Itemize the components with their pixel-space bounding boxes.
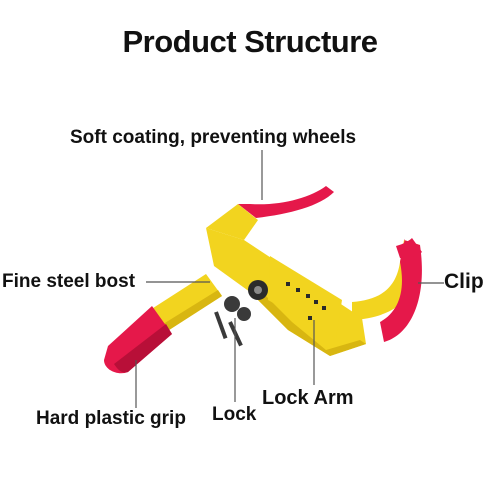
label-lock-arm: Lock Arm: [262, 387, 354, 409]
clip-coating: [380, 239, 422, 342]
label-fine-steel-bost: Fine steel bost: [2, 271, 136, 292]
t-bar-top: [206, 204, 258, 240]
label-clip: Clip: [444, 270, 484, 293]
top-jaw-coating: [238, 186, 334, 218]
clip-coating-tip: [396, 238, 422, 258]
lock-arm-housing: [268, 256, 342, 338]
keys: [214, 296, 251, 347]
page-title: Product Structure: [122, 24, 378, 59]
lock-arm-holes: [286, 282, 326, 320]
lock-core: [254, 286, 262, 294]
label-hard-plastic-grip: Hard plastic grip: [36, 408, 186, 429]
leader-lines: [135, 150, 444, 408]
label-soft-coating: Soft coating, preventing wheels: [70, 127, 357, 148]
steel-bost: [150, 274, 222, 332]
steel-bost-shade: [160, 290, 222, 332]
hard-grip-shade: [114, 324, 172, 373]
label-lock: Lock: [212, 404, 257, 425]
hard-grip: [104, 306, 172, 374]
